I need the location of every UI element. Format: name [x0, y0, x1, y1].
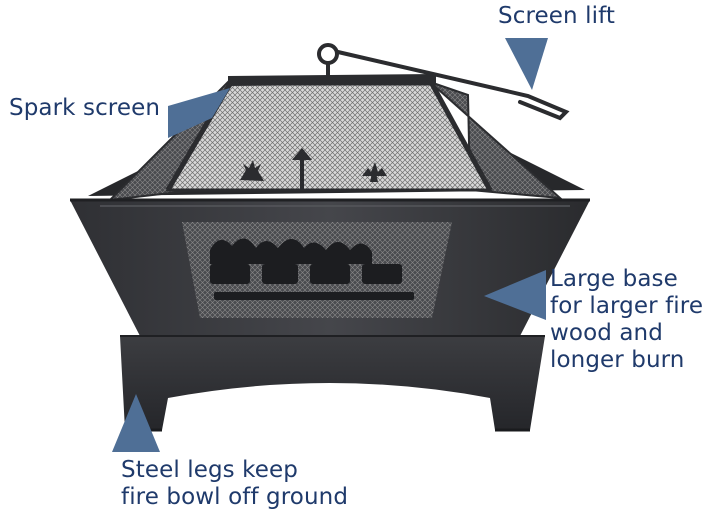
callout-line: wood and	[550, 320, 663, 346]
pointer-steel-legs	[112, 394, 160, 452]
screen-lift-tool	[317, 43, 570, 121]
callout-line: Spark screen	[9, 95, 161, 121]
callout-line: Steel legs keep	[121, 457, 298, 483]
callout-line: for larger fire	[550, 293, 704, 319]
steel-legs	[120, 335, 545, 432]
pointer-spark-screen	[168, 88, 230, 138]
callout-screen-lift: Screen lift	[498, 3, 615, 30]
callout-line: fire bowl off ground	[121, 484, 349, 510]
callout-large-base: Large base for larger fire wood and long…	[550, 266, 703, 374]
callout-pointers	[112, 38, 548, 452]
callout-line: Large base	[550, 266, 678, 292]
pointer-large-base	[484, 270, 546, 320]
callout-spark-screen: Spark screen	[9, 95, 160, 122]
callout-steel-legs: Steel legs keep fire bowl off ground	[121, 457, 348, 511]
callout-line: longer burn	[550, 347, 685, 373]
spark-screen-dome	[107, 74, 563, 202]
pointer-screen-lift	[505, 38, 548, 90]
fire-bowl	[70, 198, 590, 336]
callout-line: Screen lift	[498, 3, 615, 29]
